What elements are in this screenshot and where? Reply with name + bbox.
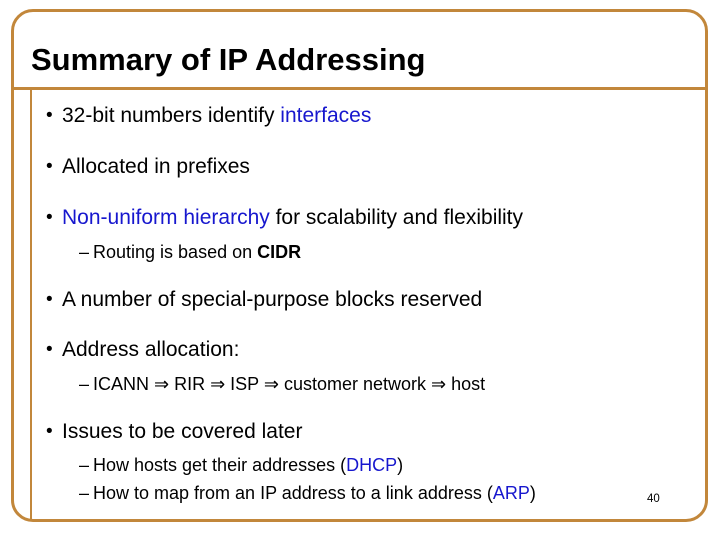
- slide-frame: [11, 9, 708, 522]
- bullet-marker: •: [46, 156, 53, 177]
- bullet-text: Allocated in prefixes: [62, 155, 250, 179]
- text-segment: How hosts get their addresses (: [93, 455, 347, 475]
- bullet-text: ICANN ⇒ RIR ⇒ ISP ⇒ customer network ⇒ h…: [93, 374, 485, 395]
- bullet-item: • Issues to be covered later: [0, 420, 720, 446]
- bullet-text: Address allocation:: [62, 338, 239, 362]
- text-segment: ): [529, 483, 536, 503]
- bullet-text: Issues to be covered later: [62, 420, 302, 444]
- bullet-marker: •: [46, 339, 53, 360]
- bullet-marker: •: [46, 105, 53, 126]
- text-segment: CIDR: [257, 242, 302, 262]
- bullet-text: Non-uniform hierarchy for scalability an…: [62, 206, 523, 230]
- bullet-item: –How to map from an IP address to a link…: [0, 483, 720, 509]
- bullet-item: –ICANN ⇒ RIR ⇒ ISP ⇒ customer network ⇒ …: [0, 374, 720, 400]
- bullet-text: Routing is based on CIDR: [93, 242, 301, 263]
- text-segment: for scalability and flexibility: [269, 206, 524, 229]
- bullet-marker: –: [79, 242, 90, 262]
- slide-title: Summary of IP Addressing: [31, 42, 426, 77]
- bullet-marker: –: [79, 374, 90, 394]
- bullet-item: • Allocated in prefixes: [0, 155, 720, 181]
- text-segment: Non-uniform hierarchy: [62, 206, 270, 229]
- bullet-marker: –: [79, 455, 90, 475]
- bullet-item: • 32-bit numbers identify interfaces: [0, 104, 720, 130]
- bullet-text: How hosts get their addresses (DHCP): [93, 455, 403, 476]
- text-segment: Routing is based on: [93, 242, 258, 262]
- bullet-marker: •: [46, 289, 53, 310]
- bullet-marker: –: [79, 483, 90, 503]
- title-separator-line: [11, 87, 708, 90]
- bullet-text: 32-bit numbers identify interfaces: [62, 104, 371, 128]
- text-segment: DHCP: [346, 455, 398, 475]
- text-segment: interfaces: [280, 104, 372, 127]
- text-segment: Issues to be covered later: [62, 420, 303, 443]
- bullet-item: • Non-uniform hierarchy for scalability a…: [0, 206, 720, 232]
- text-segment: Address allocation:: [62, 338, 240, 361]
- text-segment: Allocated in prefixes: [62, 155, 250, 178]
- bullet-item: –How hosts get their addresses (DHCP): [0, 455, 720, 481]
- content-left-border-line: [30, 89, 32, 520]
- text-segment: ARP: [492, 483, 530, 503]
- bullet-text: A number of special-purpose blocks reser…: [62, 288, 482, 312]
- text-segment: 32-bit numbers identify: [62, 104, 281, 127]
- bullet-text: How to map from an IP address to a link …: [93, 483, 536, 504]
- bullet-item: • A number of special-purpose blocks rese…: [0, 288, 720, 314]
- bullet-item: • Address allocation:: [0, 338, 720, 364]
- bullet-item: –Routing is based on CIDR: [0, 242, 720, 268]
- bullet-marker: •: [46, 207, 53, 228]
- text-segment: How to map from an IP address to a link …: [93, 483, 493, 503]
- text-segment: ICANN ⇒ RIR ⇒ ISP ⇒ customer network ⇒ h…: [93, 374, 486, 394]
- text-segment: ): [397, 455, 404, 475]
- bullet-marker: •: [46, 421, 53, 442]
- page-number: 40: [647, 493, 660, 505]
- text-segment: A number of special-purpose blocks reser…: [62, 288, 483, 311]
